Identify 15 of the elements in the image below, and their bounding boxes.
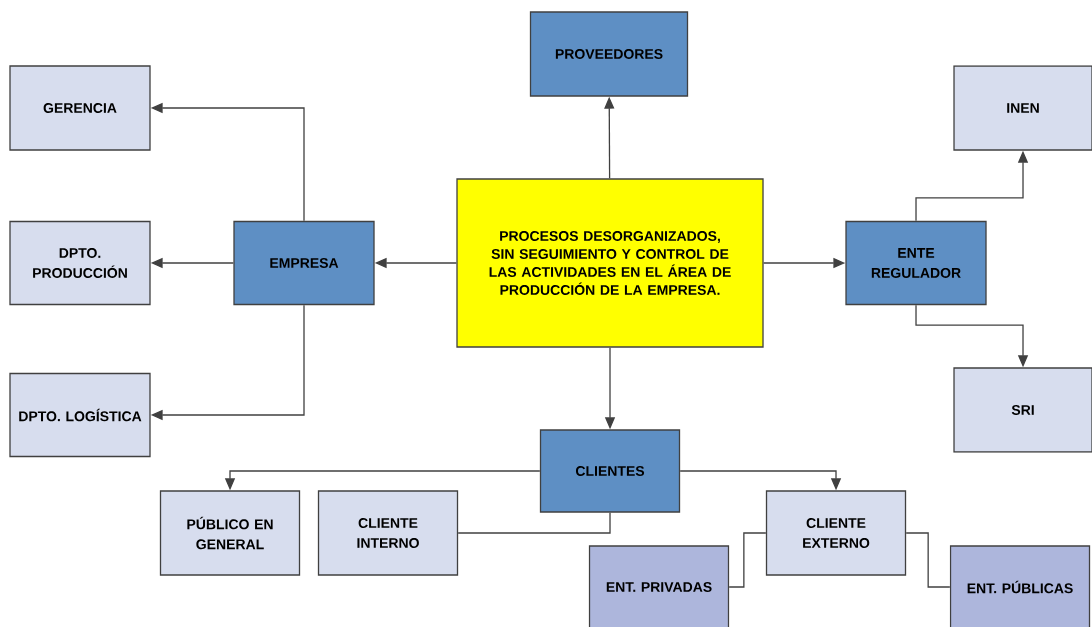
problem-box: PROCESOS DESORGANIZADOS, SIN SEGUIMIENTO Y CONTROL DE LAS ACTIVIDADES EN EL ÁREA DE PRODUCCIÓN DE LA EMPRESA. (456, 178, 764, 348)
process-box: ENTE REGULADOR (845, 220, 987, 306)
process-box: PROVEEDORES (529, 11, 689, 97)
process-box: CLIENTES (539, 429, 681, 513)
process-box: ENT. PRIVADAS (588, 545, 730, 627)
process-box: ENT. PÚBLICAS (949, 545, 1091, 627)
process-box: DPTO. PRODUCCIÓN (9, 220, 151, 306)
process-box: DPTO. LOGÍSTICA (9, 372, 151, 458)
process-box: INEN (953, 65, 1092, 151)
process-box: SRI (953, 367, 1092, 453)
process-box: CLIENTE INTERNO (317, 490, 459, 576)
process-box: EMPRESA (233, 220, 375, 306)
process-box: GERENCIA (9, 65, 151, 151)
process-box: CLIENTE EXTERNO (765, 490, 907, 576)
process-box: PÚBLICO EN GENERAL (159, 490, 301, 576)
